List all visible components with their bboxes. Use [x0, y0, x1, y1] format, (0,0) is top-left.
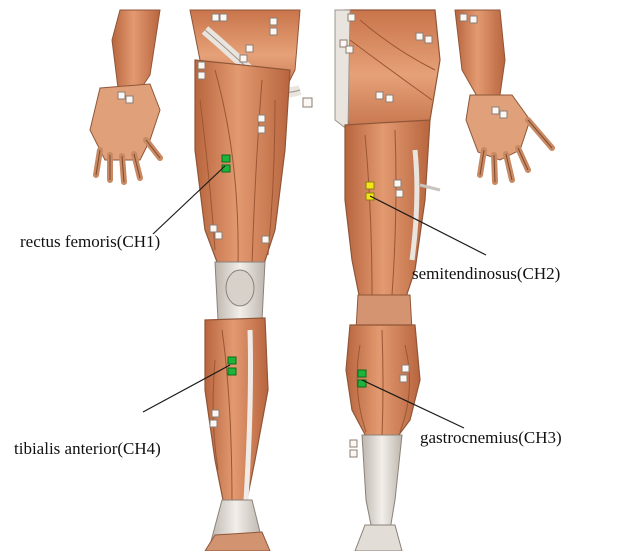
reference-marker-icon — [402, 365, 409, 372]
reference-marker-icon — [394, 180, 401, 187]
reference-marker-icon — [215, 232, 222, 239]
reference-marker-icon — [400, 375, 407, 382]
reference-marker-icon — [386, 95, 393, 102]
reference-marker-icon — [350, 450, 357, 457]
leader-lines — [143, 166, 486, 428]
label-semitendinosus: semitendinosus(CH2) — [412, 264, 560, 284]
reference-marker-icon — [396, 190, 403, 197]
anterior-leg-figure — [90, 10, 300, 551]
reference-marker-icon — [270, 18, 277, 25]
reference-marker-icon — [425, 36, 432, 43]
reference-marker-icon — [303, 98, 312, 107]
electrode-pair-icon — [358, 370, 366, 377]
reference-marker-icon — [212, 410, 219, 417]
reference-marker-icon — [492, 107, 499, 114]
label-gastrocnemius: gastrocnemius(CH3) — [420, 428, 562, 448]
label-rectus-femoris: rectus femoris(CH1) — [20, 232, 160, 252]
reference-marker-icon — [350, 440, 357, 447]
reference-marker-icon — [348, 14, 355, 21]
electrode-pair-icon — [366, 182, 374, 189]
reference-marker-icon — [240, 55, 247, 62]
reference-marker-icon — [346, 46, 353, 53]
reference-marker-icon — [416, 33, 423, 40]
electrode-pair-icon — [222, 155, 230, 162]
reference-marker-icon — [376, 92, 383, 99]
electrode-pair-icon — [228, 368, 236, 375]
reference-marker-icon — [262, 236, 269, 243]
reference-marker-icon — [246, 45, 253, 52]
reference-marker-icon — [212, 14, 219, 21]
reference-marker-icon — [460, 14, 467, 21]
reference-marker-icon — [210, 420, 217, 427]
reference-marker-icon — [258, 126, 265, 133]
reference-marker-icon — [198, 72, 205, 79]
reference-marker-icon — [270, 28, 277, 35]
reference-marker-icon — [500, 111, 507, 118]
reference-marker-icon — [470, 16, 477, 23]
electrode-pair-icon — [228, 357, 236, 364]
label-tibialis-anterior: tibialis anterior(CH4) — [14, 439, 161, 459]
reference-marker-icon — [210, 225, 217, 232]
reference-marker-icon — [118, 92, 125, 99]
reference-marker-icon — [126, 96, 133, 103]
reference-marker-icon — [258, 115, 265, 122]
reference-marker-icon — [220, 14, 227, 21]
reference-marker-icon — [198, 62, 205, 69]
